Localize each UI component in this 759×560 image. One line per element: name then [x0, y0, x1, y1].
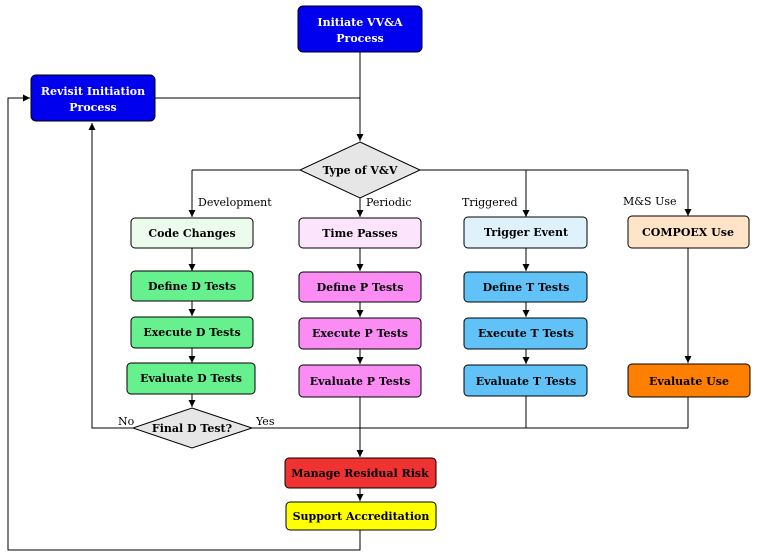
node-trigger-event: Trigger Event [463, 216, 588, 249]
label-ms-use: M&S Use [623, 195, 677, 208]
node-evaluate-t-tests: Evaluate T Tests [463, 364, 588, 397]
compoex-use-label: COMPOEX Use [642, 226, 734, 239]
node-execute-d-tests: Execute D Tests [130, 316, 254, 349]
node-type-of-vv: Type of V&V [298, 141, 422, 199]
label-periodic: Periodic [366, 196, 412, 209]
residual-risk-label: Manage Residual Risk [291, 467, 429, 480]
execute-p-label: Execute P Tests [312, 327, 408, 340]
node-define-t-tests: Define T Tests [463, 271, 588, 303]
execute-t-label: Execute T Tests [478, 327, 574, 340]
execute-d-label: Execute D Tests [143, 326, 240, 339]
time-passes-label: Time Passes [322, 227, 398, 240]
node-initiate: Initiate VV&A Process [297, 5, 423, 53]
node-define-p-tests: Define P Tests [298, 271, 422, 303]
label-triggered: Triggered [462, 196, 518, 209]
define-d-label: Define D Tests [148, 280, 236, 293]
accreditation-label: Support Accreditation [293, 510, 430, 523]
edge-labels: Development Periodic Triggered M&S Use N… [118, 195, 677, 428]
label-development: Development [198, 196, 272, 209]
node-code-changes: Code Changes [130, 217, 254, 249]
node-evaluate-use: Evaluate Use [627, 363, 751, 398]
node-execute-t-tests: Execute T Tests [463, 317, 588, 350]
final-d-label: Final D Test? [152, 422, 232, 435]
node-support-accreditation: Support Accreditation [285, 501, 437, 531]
type-vv-label: Type of V&V [323, 164, 398, 177]
node-define-d-tests: Define D Tests [130, 270, 254, 302]
node-time-passes: Time Passes [298, 217, 422, 249]
edge-no-to-revisit [88, 123, 133, 429]
evaluate-d-label: Evaluate D Tests [140, 372, 242, 385]
initiate-label-line2: Process [336, 32, 384, 45]
node-revisit: Revisit Initiation Process [30, 74, 156, 122]
revisit-label-line1: Revisit Initiation [41, 85, 145, 98]
node-evaluate-d-tests: Evaluate D Tests [126, 362, 256, 395]
edge-loop-to-revisit [7, 94, 361, 551]
node-compoex-use: COMPOEX Use [627, 215, 750, 249]
code-changes-label: Code Changes [148, 227, 235, 240]
node-manage-residual-risk: Manage Residual Risk [284, 457, 437, 489]
node-final-d-test: Final D Test? [131, 407, 254, 449]
evaluate-p-label: Evaluate P Tests [310, 375, 411, 388]
define-p-label: Define P Tests [317, 281, 404, 294]
label-no: No [118, 415, 135, 428]
node-execute-p-tests: Execute P Tests [298, 317, 422, 350]
define-t-label: Define T Tests [483, 281, 570, 294]
initiate-label-line1: Initiate VV&A [317, 16, 403, 29]
label-yes: Yes [255, 415, 275, 428]
trigger-event-label: Trigger Event [484, 226, 569, 239]
evaluate-use-label: Evaluate Use [649, 375, 729, 388]
revisit-label-line2: Process [69, 101, 117, 114]
node-evaluate-p-tests: Evaluate P Tests [298, 364, 422, 398]
connectors [7, 52, 692, 551]
evaluate-t-label: Evaluate T Tests [476, 375, 577, 388]
